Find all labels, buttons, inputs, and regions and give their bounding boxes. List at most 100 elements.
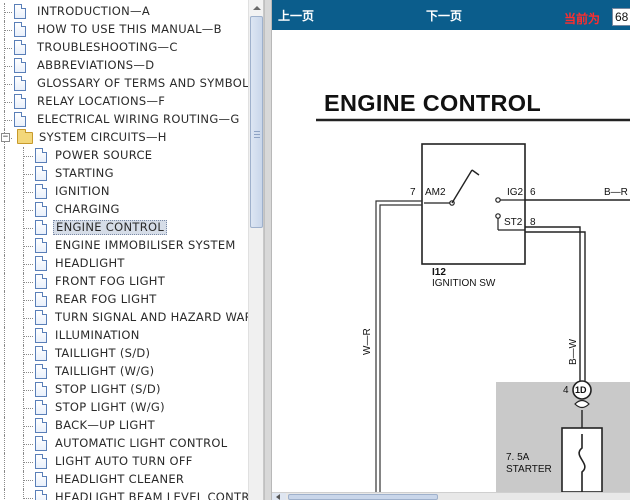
ig2-pin-label: IG2 (507, 187, 524, 198)
tree-item-label[interactable]: BACK—UP LIGHT (55, 418, 155, 432)
tree-item[interactable]: TROUBLESHOOTING—C (0, 39, 248, 57)
tree-item-label[interactable]: POWER SOURCE (55, 148, 153, 162)
tree-item-label[interactable]: STOP LIGHT (S/D) (55, 382, 161, 396)
tree-item-label[interactable]: HOW TO USE THIS MANUAL—B (37, 22, 222, 36)
tree-item-label[interactable]: RELAY LOCATIONS—F (37, 94, 166, 108)
tree-connector (4, 363, 5, 381)
tree-item[interactable]: HEADLIGHT CLEANER (0, 471, 248, 489)
wire-wr-inner (379, 204, 422, 492)
tree-connector (23, 174, 33, 175)
connector-id: 1D (575, 385, 587, 395)
tree-item-label[interactable]: STARTING (55, 166, 114, 180)
fuse-symbol (578, 434, 586, 492)
tree-item[interactable]: INTRODUCTION—A (0, 3, 248, 21)
tree-item[interactable]: TURN SIGNAL AND HAZARD WAR (0, 309, 253, 327)
pane-splitter[interactable] (264, 0, 272, 500)
tree-item[interactable]: ENGINE CONTROL (0, 219, 248, 237)
tree-item[interactable]: TAILLIGHT (W/G) (0, 363, 248, 381)
wire-bw-label: B—W (568, 338, 579, 365)
tree-connector (23, 462, 33, 463)
tree-item[interactable]: GLOSSARY OF TERMS AND SYMBOLS (0, 75, 256, 93)
document-icon (14, 112, 26, 127)
tree-item-label[interactable]: IGNITION (55, 184, 110, 198)
tree-item[interactable]: STARTING (0, 165, 248, 183)
tree-scrollbar[interactable] (248, 0, 263, 500)
tree-connector (4, 30, 12, 31)
tree-item-label[interactable]: ELECTRICAL WIRING ROUTING—G (37, 112, 240, 126)
scroll-up-arrow[interactable] (249, 0, 263, 16)
document-view: ENGINE CONTROL (272, 30, 630, 492)
tree-item-label[interactable]: REAR FOG LIGHT (55, 292, 157, 306)
tree-connector (23, 354, 33, 355)
tree-connector (4, 345, 5, 363)
tree-item[interactable]: ILLUMINATION (0, 327, 248, 345)
tree-item[interactable]: CHARGING (0, 201, 248, 219)
switch-lever (451, 169, 473, 204)
page-number-input[interactable] (612, 8, 630, 26)
tree-item[interactable]: HOW TO USE THIS MANUAL—B (0, 21, 248, 39)
document-icon (14, 76, 26, 91)
tree-connector (4, 12, 12, 13)
tree-item[interactable]: ABBREVIATIONS—D (0, 57, 248, 75)
scrollbar-thumb[interactable] (250, 16, 263, 228)
connector-1d (572, 380, 592, 400)
collapse-icon[interactable]: − (1, 132, 10, 142)
horizontal-scrollbar-thumb[interactable] (288, 494, 438, 500)
tree-item[interactable]: STOP LIGHT (S/D) (0, 381, 248, 399)
next-page-link[interactable]: 下一页 (426, 9, 463, 23)
tree-connector (4, 183, 5, 201)
tree-item-label[interactable]: HEADLIGHT (55, 256, 125, 270)
switch-code: I12 (432, 267, 446, 278)
document-icon (35, 490, 47, 500)
tree-item-label[interactable]: AUTOMATIC LIGHT CONTROL (55, 436, 228, 450)
tree-item[interactable]: ELECTRICAL WIRING ROUTING—G (0, 111, 248, 129)
tree-item-label[interactable]: TROUBLESHOOTING—C (37, 40, 178, 54)
tree-item[interactable]: REAR FOG LIGHT (0, 291, 248, 309)
document-icon (14, 40, 26, 55)
horizontal-scrollbar[interactable] (272, 492, 630, 500)
tree-item[interactable]: LIGHT AUTO TURN OFF (0, 453, 248, 471)
tree-item-label[interactable]: ENGINE IMMOBILISER SYSTEM (55, 238, 236, 252)
tree-folder-item[interactable]: − SYSTEM CIRCUITS—H (0, 129, 248, 147)
tree-item[interactable]: AUTOMATIC LIGHT CONTROL (0, 435, 248, 453)
tree-item-label[interactable]: ILLUMINATION (55, 328, 140, 342)
tree-item-label[interactable]: ABBREVIATIONS—D (37, 58, 155, 72)
tree-view: INTRODUCTION—A HOW TO USE THIS MANUAL—B TR… (0, 3, 259, 500)
tree-connector (4, 66, 12, 67)
tree-item-label[interactable]: STOP LIGHT (W/G) (55, 400, 165, 414)
tree-item[interactable]: RELAY LOCATIONS—F (0, 93, 248, 111)
wiring-diagram (316, 118, 630, 492)
tree-connector (23, 408, 33, 409)
tree-item-label[interactable]: TAILLIGHT (W/G) (55, 364, 155, 378)
tree-item[interactable]: HEADLIGHT BEAM LEVEL CONTRO (0, 489, 259, 500)
tree-item[interactable]: HEADLIGHT (0, 255, 248, 273)
tree-item[interactable]: FRONT FOG LIGHT (0, 273, 248, 291)
tree-item-label[interactable]: LIGHT AUTO TURN OFF (55, 454, 193, 468)
tree-connector (4, 84, 12, 85)
document-icon (35, 292, 47, 307)
tree-item[interactable]: STOP LIGHT (W/G) (0, 399, 248, 417)
tree-item-label[interactable]: CHARGING (55, 202, 120, 216)
document-icon (35, 328, 47, 343)
tree-item-label[interactable]: ENGINE CONTROL (53, 220, 168, 235)
tree-item-label[interactable]: TAILLIGHT (S/D) (55, 346, 151, 360)
tree-item-label[interactable]: GLOSSARY OF TERMS AND SYMBOLS (37, 76, 257, 90)
tree-connector (4, 453, 5, 471)
tree-item-label[interactable]: FRONT FOG LIGHT (55, 274, 166, 288)
tree-item-label[interactable]: INTRODUCTION—A (37, 4, 151, 18)
tree-item[interactable]: TAILLIGHT (S/D) (0, 345, 248, 363)
tree-item[interactable]: ENGINE IMMOBILISER SYSTEM (0, 237, 248, 255)
tree-item[interactable]: IGNITION (0, 183, 248, 201)
tree-item-label[interactable]: TURN SIGNAL AND HAZARD WAR (55, 310, 253, 324)
document-icon (35, 418, 47, 433)
prev-page-link[interactable]: 上一页 (278, 9, 315, 23)
tree-item[interactable]: BACK—UP LIGHT (0, 417, 248, 435)
nav-bar: 上一页 下一页 当前为 (272, 0, 630, 30)
tree-connector (4, 489, 5, 500)
scroll-left-arrow[interactable] (272, 493, 286, 500)
tree-item-label[interactable]: HEADLIGHT BEAM LEVEL CONTRO (55, 490, 259, 500)
tree-item-label[interactable]: HEADLIGHT CLEANER (55, 472, 185, 486)
tree-item-label[interactable]: SYSTEM CIRCUITS—H (39, 130, 167, 144)
tree-item[interactable]: POWER SOURCE (0, 147, 248, 165)
wire-bw-inner (525, 231, 586, 382)
